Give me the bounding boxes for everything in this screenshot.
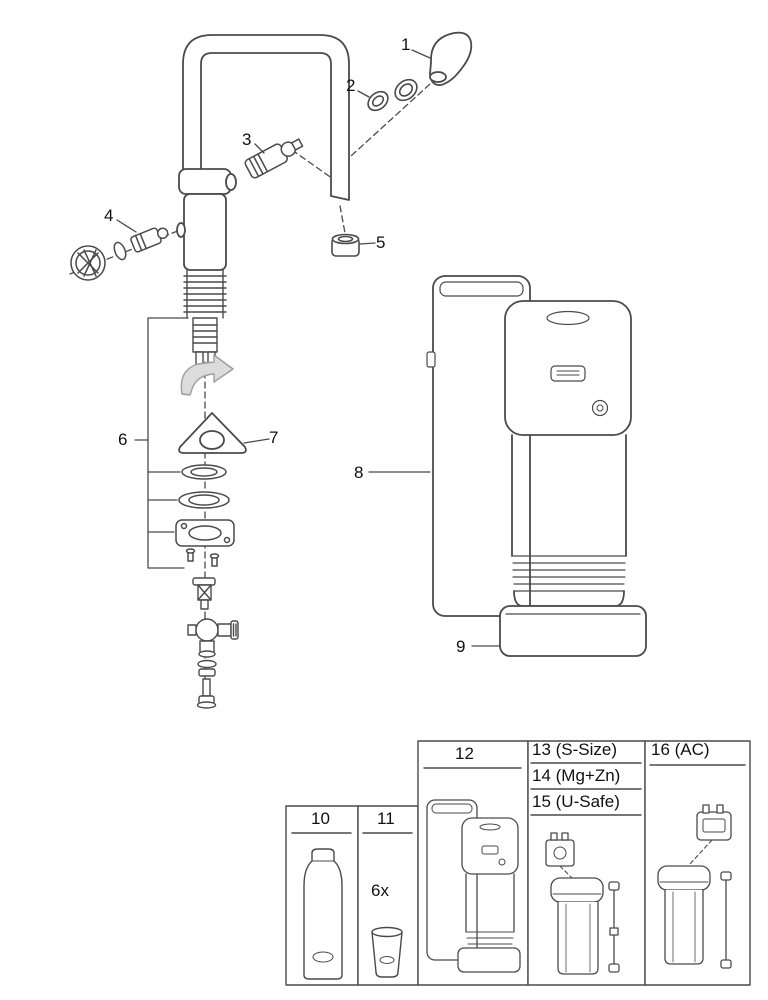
callout-8: 8 (354, 463, 364, 482)
escutcheon-bracket (178, 412, 247, 454)
part-4-aerator-parts (70, 227, 169, 281)
table-label-14: 14 (Mg+Zn) (532, 766, 621, 785)
callout-7: 7 (269, 428, 279, 447)
part-2-seal-rings (367, 78, 418, 112)
filter-s-drawing (545, 832, 620, 975)
cup-drawing (371, 926, 403, 978)
part-1-spout-grip (429, 31, 473, 86)
bottle-drawing (303, 848, 343, 980)
leader-lines (116, 49, 500, 647)
faucet-shank (183, 269, 227, 373)
table-label-16: 16 (AC) (651, 740, 710, 759)
table-label-10: 10 (311, 809, 330, 828)
carbonator-unit (426, 275, 647, 657)
table-label-12: 12 (455, 744, 474, 763)
faucet-body (176, 168, 237, 271)
part-5-mousseur (331, 233, 360, 257)
shutoff-valve (187, 618, 239, 658)
callout-9: 9 (456, 637, 466, 656)
callout-5: 5 (376, 233, 386, 252)
part-3-valve-cartridge (244, 138, 304, 179)
table-label-15: 15 (U-Safe) (532, 792, 620, 811)
callout-2: 2 (346, 76, 356, 95)
washers-and-gaskets (175, 464, 235, 567)
table-quantity-11: 6x (371, 881, 389, 900)
table-label-11: 11 (377, 809, 395, 828)
table-label-13: 13 (S-Size) (532, 740, 618, 759)
supply-fitting (192, 577, 216, 610)
filter-ac-drawing (657, 804, 732, 969)
callout-6: 6 (118, 430, 128, 449)
callout-3: 3 (242, 130, 252, 149)
mounting-clip (180, 354, 234, 396)
callout-1: 1 (401, 35, 411, 54)
system-drawing (426, 799, 521, 973)
callout-6-bracket (134, 317, 189, 569)
callout-4: 4 (104, 206, 114, 225)
washer-nut-screw (196, 659, 217, 709)
